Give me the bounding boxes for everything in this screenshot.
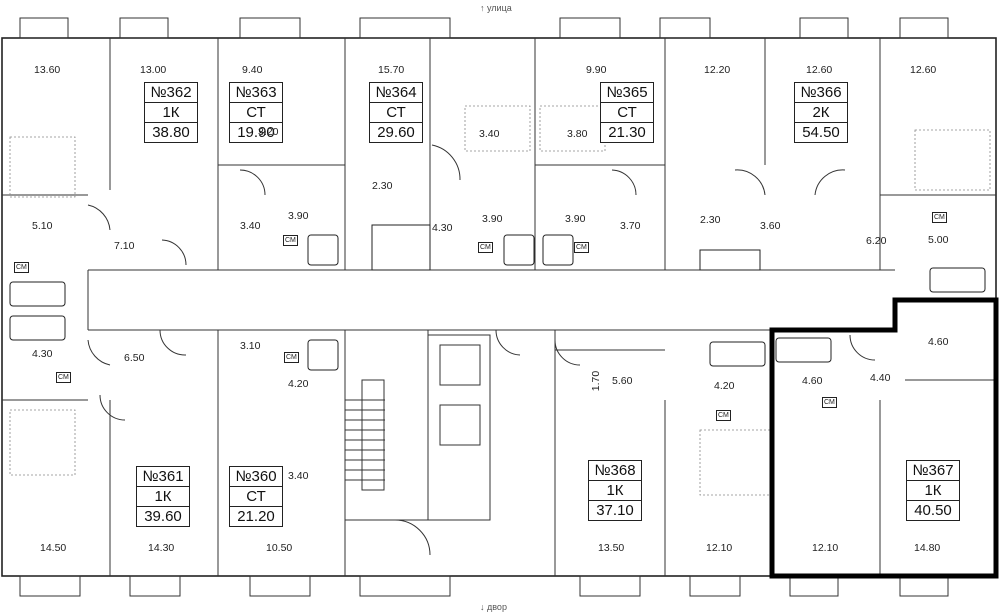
stairwell [344, 329, 491, 556]
room-area: 9.90 [586, 64, 607, 76]
room-area: 3.60 [760, 220, 781, 232]
room-area: 10.50 [266, 542, 293, 554]
apartment-type: 1К [907, 481, 959, 501]
apartment-number: №368 [589, 461, 641, 481]
room-area: 2.30 [372, 180, 393, 192]
room-area: 4.20 [288, 378, 309, 390]
room-area: 1.70 [590, 370, 603, 392]
washer-label: СМ [574, 242, 589, 253]
apartment-number: №360 [230, 467, 282, 487]
room-area: 15.70 [378, 64, 405, 76]
washer-label: СМ [283, 235, 298, 246]
apartment-number: №361 [137, 467, 189, 487]
room-area: 6.20 [866, 235, 887, 247]
kitchen-zones [9, 105, 991, 496]
yard-label: ↓ двор [480, 602, 507, 612]
room-area: 12.10 [706, 542, 733, 554]
washer-label: СМ [932, 212, 947, 223]
fixtures [9, 224, 986, 371]
apartment-area: 37.10 [596, 502, 634, 519]
room-area: 3.40 [479, 128, 500, 140]
washer-label: СМ [716, 410, 731, 421]
apartment-type: СТ [601, 103, 653, 123]
room-area: 14.80 [914, 542, 941, 554]
room-area: 3.20 [258, 126, 279, 138]
apartment-type: 2К [795, 103, 847, 123]
apartment-type: 1К [145, 103, 197, 123]
apartment-area: 40.50 [914, 502, 952, 519]
room-area: 4.30 [32, 348, 53, 360]
room-area: 3.40 [240, 220, 261, 232]
apartment-number: №366 [795, 83, 847, 103]
room-area: 4.40 [870, 372, 891, 384]
room-area: 3.80 [567, 128, 588, 140]
room-area: 3.10 [240, 340, 261, 352]
room-area: 4.20 [714, 380, 735, 392]
room-area: 3.70 [620, 220, 641, 232]
room-area: 9.40 [242, 64, 263, 76]
room-area: 6.50 [124, 352, 145, 364]
apartment-area: 39.60 [144, 508, 182, 525]
room-area: 12.10 [812, 542, 839, 554]
room-area: 5.60 [612, 375, 633, 387]
room-area: 5.00 [928, 234, 949, 246]
room-area: 3.90 [288, 210, 309, 222]
room-area: 13.00 [140, 64, 167, 76]
apartment-area: 19.90 [237, 124, 275, 141]
room-area: 4.60 [802, 375, 823, 387]
washer-label: СМ [478, 242, 493, 253]
apartment-type: 1К [589, 481, 641, 501]
apartment-number: №365 [601, 83, 653, 103]
apartment-type: СТ [230, 103, 282, 123]
room-area: 3.40 [288, 470, 309, 482]
room-area: 12.60 [806, 64, 833, 76]
apartment-area: 21.30 [608, 124, 646, 141]
highlight-outline [769, 297, 999, 579]
street-label: ↑ улица [480, 3, 512, 13]
apartment-number: №364 [370, 83, 422, 103]
apartment-area: 38.80 [152, 124, 190, 141]
room-area: 4.60 [928, 336, 949, 348]
door-swings [87, 144, 876, 421]
apartment-number: №362 [145, 83, 197, 103]
apartment-number: №367 [907, 461, 959, 481]
room-area: 12.60 [910, 64, 937, 76]
washer-label: СМ [284, 352, 299, 363]
room-area: 13.50 [598, 542, 625, 554]
room-area: 3.90 [565, 213, 586, 225]
apartment-area: 54.50 [802, 124, 840, 141]
room-area: 13.60 [34, 64, 61, 76]
washer-label: СМ [56, 372, 71, 383]
room-area: 3.90 [482, 213, 503, 225]
apartment-area: 21.20 [237, 508, 275, 525]
room-area: 14.30 [148, 542, 175, 554]
room-area: 2.30 [700, 214, 721, 226]
apartment-type: СТ [370, 103, 422, 123]
washer-label: СМ [14, 262, 29, 273]
room-area: 14.50 [40, 542, 67, 554]
room-area: 4.30 [432, 222, 453, 234]
room-area: 5.10 [32, 220, 53, 232]
room-area: 7.10 [114, 240, 135, 252]
washer-label: СМ [822, 397, 837, 408]
apartment-number: №363 [230, 83, 282, 103]
apartment-type: 1К [137, 487, 189, 507]
room-area: 12.20 [704, 64, 731, 76]
apartment-type: СТ [230, 487, 282, 507]
apartment-area: 29.60 [377, 124, 415, 141]
